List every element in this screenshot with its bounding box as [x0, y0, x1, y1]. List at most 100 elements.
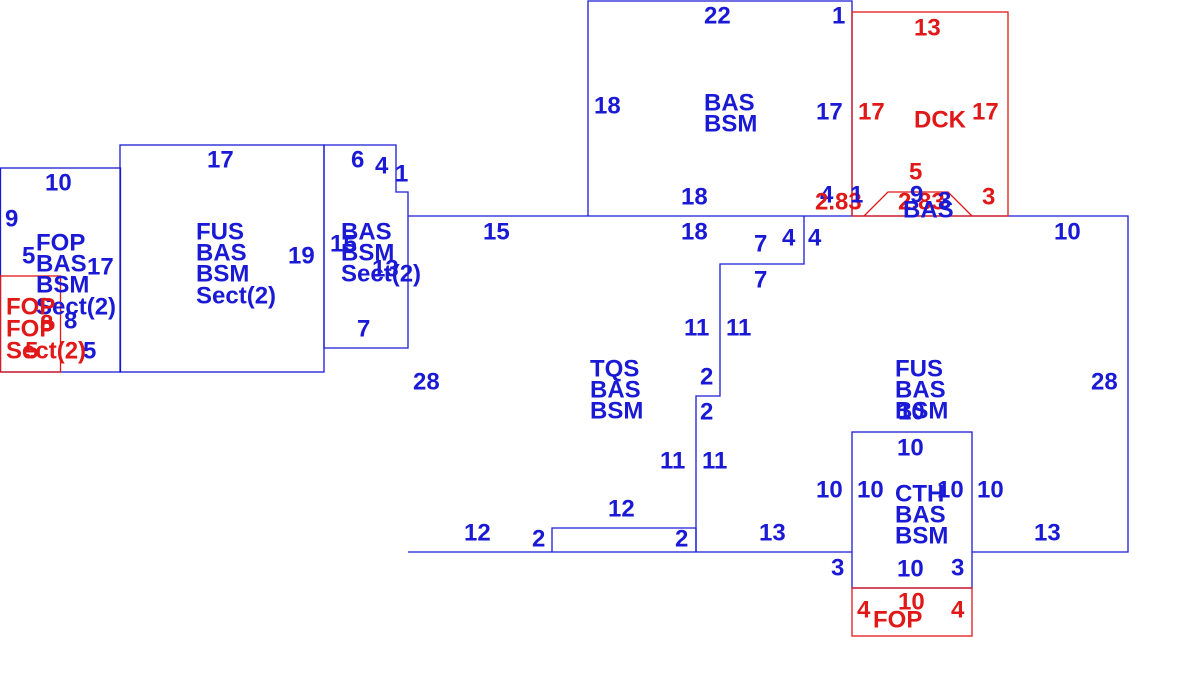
dimension-label: 9 — [910, 181, 923, 208]
dimension-label: 1 — [395, 160, 408, 187]
dimension-label: 11 — [702, 447, 727, 474]
area-code-bsm: BSM — [895, 397, 948, 424]
dimension-label: 2.83 — [898, 188, 945, 215]
area-code-cth: CTH — [895, 480, 944, 507]
dimension-label: 17 — [87, 253, 114, 280]
dimension-label: 3 — [951, 554, 964, 581]
dimension-label: 5 — [22, 242, 35, 269]
area-section-label: Sect(2) — [341, 260, 421, 287]
dimension-label: 18 — [594, 92, 621, 119]
bas-top-area: BAS BSM 22 1 18 17 18 4 — [594, 2, 845, 210]
dimension-label: 6 — [351, 146, 364, 173]
area-section-label: Sect(2) — [6, 337, 86, 364]
dimension-label: 4 — [951, 596, 965, 623]
area-section-label: Sect(2) — [196, 282, 276, 309]
dimension-label: 10 — [937, 476, 964, 503]
dimension-label: 22 — [704, 2, 731, 29]
area-code-bsm: BSM — [341, 239, 394, 266]
dimension-label: 1 — [850, 181, 863, 208]
dimension-label: 19 — [288, 242, 315, 269]
area-code-fus: FUS — [895, 355, 943, 382]
area-code-bsm: BSM — [704, 110, 757, 137]
dimension-label: 17 — [816, 98, 843, 125]
area-code-fus: FUS — [196, 218, 244, 245]
fop-left-area: FOP BAS BSM Sect(2) 10 9 5 17 8 5 — [5, 169, 116, 364]
dimension-label: 12 — [608, 495, 635, 522]
dimension-label: 11 — [684, 314, 709, 341]
dimension-label: 17 — [207, 146, 234, 173]
dimension-label: 28 — [1091, 368, 1118, 395]
dimension-label: 1 — [832, 2, 845, 29]
dimension-label: 7 — [754, 266, 767, 293]
fop-red-left-area: FOP FOP Sect(2) 5 8 — [6, 293, 86, 364]
dimension-label: 17 — [858, 98, 885, 125]
area-code-bsm: BSM — [36, 271, 89, 298]
tqs-fus-divider — [695, 216, 805, 552]
area-code-bas: BAS — [895, 501, 946, 528]
area-code-fop: FOP — [36, 229, 85, 256]
area-code-fop: FOP — [6, 293, 55, 320]
dimension-label: 10 — [898, 398, 925, 425]
dimension-label: 2 — [532, 525, 545, 552]
tqs-area: TQS BAS BSM 15 18 7 4 4 28 11 11 2 2 11 … — [413, 218, 822, 552]
fus-left-area: FUS BAS BSM Sect(2) 17 19 — [196, 146, 315, 309]
dimension-label: 5 — [909, 158, 922, 185]
dimension-label: 10 — [897, 434, 924, 461]
dimension-label: 3 — [938, 187, 951, 214]
dimension-label: 8 — [40, 310, 53, 337]
dimension-label: 10 — [898, 588, 925, 615]
area-code-fop: FOP — [6, 315, 55, 342]
dimension-label: 10 — [45, 169, 72, 196]
dimension-label: 11 — [660, 447, 685, 474]
dimension-label: 13 — [1034, 519, 1061, 546]
dimension-label: 4 — [820, 181, 834, 208]
area-code-fop: FOP — [873, 606, 922, 633]
dimension-label: 9 — [5, 205, 18, 232]
dimension-label: 28 — [413, 368, 440, 395]
bas-small-area: BAS BSM Sect(2) 6 4 1 15 13 7 — [330, 146, 421, 342]
area-code-bas: BAS — [590, 376, 641, 403]
dck-outline — [851, 11, 1009, 217]
dimension-label: 17 — [972, 98, 999, 125]
dimension-label: 10 — [977, 476, 1004, 503]
bas-bay-area: BAS 1 9 3 — [850, 181, 954, 223]
dimension-label: 18 — [681, 183, 708, 210]
dimension-label: 10 — [897, 555, 924, 582]
dimension-label: 13 — [759, 519, 786, 546]
area-code-bas: BAS — [36, 250, 87, 277]
cth-area: CTH BAS BSM 10 10 10 10 10 3 10 3 — [816, 434, 1004, 582]
dimension-label: 5 — [83, 337, 96, 364]
dimension-label: 2 — [700, 363, 713, 390]
area-code-bas: BAS — [196, 239, 247, 266]
dimension-label: 4 — [782, 224, 796, 251]
dimension-label: 18 — [681, 218, 708, 245]
dimension-label: 4 — [808, 224, 822, 251]
dimension-label: 7 — [754, 230, 767, 257]
dimension-label: 13 — [372, 255, 399, 282]
dimension-label: 3 — [831, 554, 844, 581]
red-outlines — [0, 11, 1009, 637]
area-section-label: Sect(2) — [36, 293, 116, 320]
area-code-bsm: BSM — [590, 397, 643, 424]
area-code-bas: BAS — [341, 218, 392, 245]
dck-area: DCK 13 17 17 5 2.83 2.83 3 — [815, 14, 999, 215]
dimension-label: 4 — [857, 596, 871, 623]
main-house-outline — [408, 215, 1129, 553]
dimension-label: 8 — [64, 307, 77, 334]
fop-bottom-area: FOP 4 10 4 — [857, 588, 965, 633]
dimension-label: 11 — [726, 314, 751, 341]
bas-bay-outline — [863, 191, 973, 217]
dimension-label: 5 — [25, 337, 38, 364]
area-code-bsm: BSM — [895, 522, 948, 549]
area-code-bsm: BSM — [196, 260, 249, 287]
dimension-label: 3 — [982, 183, 995, 210]
fop-bottom-outline — [851, 587, 973, 637]
fop-red-left-outline — [0, 275, 62, 373]
dimension-label: 15 — [330, 230, 357, 257]
dimension-label: 4 — [375, 152, 389, 179]
area-code-dck: DCK — [914, 106, 967, 133]
area-code-bas: BAS — [903, 196, 954, 223]
dimension-label: 10 — [857, 476, 884, 503]
fus-main-area: FUS BAS BSM 10 28 13 13 10 — [759, 218, 1118, 546]
